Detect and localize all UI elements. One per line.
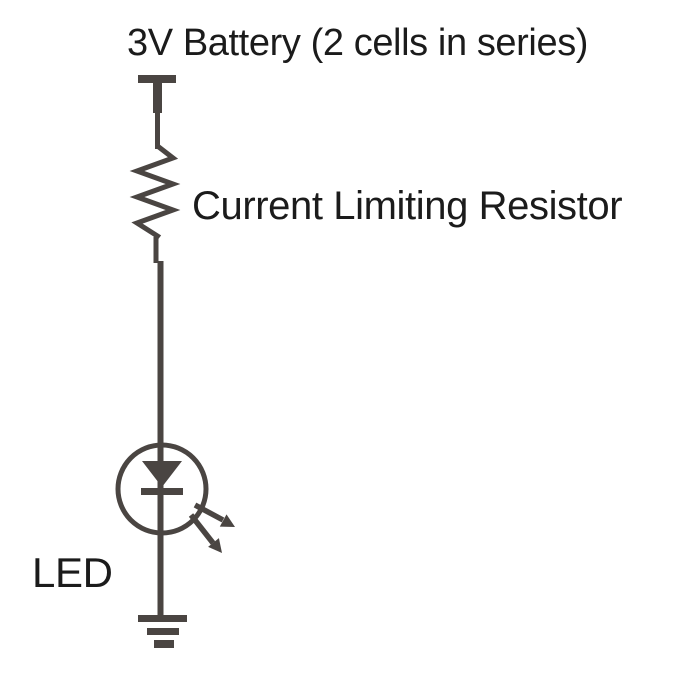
ground-bar-bottom [154, 640, 174, 648]
wire-resistor-to-ground [157, 261, 164, 618]
battery-label: 3V Battery (2 cells in series) [127, 22, 589, 64]
led-diode-triangle [142, 461, 182, 487]
arrow-shaft [193, 502, 225, 523]
ground-bar-middle [147, 628, 179, 635]
battery-terminal-stub [153, 82, 162, 113]
led-emission-arrow-upper [193, 502, 235, 527]
battery-terminal-bar [138, 75, 176, 83]
resistor-label: Current Limiting Resistor [192, 184, 623, 228]
arrow-head [219, 514, 235, 527]
ground-symbol [138, 615, 187, 648]
ground-bar-top [138, 615, 187, 622]
led-emission-arrow-lower [188, 513, 222, 553]
led-cathode-bar [141, 488, 183, 495]
led-label: LED [32, 549, 113, 596]
led-symbol [115, 442, 235, 553]
led-circle [115, 442, 209, 536]
battery-terminal-symbol [138, 75, 176, 113]
arrow-head [208, 538, 222, 553]
arrow-shaft [188, 513, 216, 545]
resistor-symbol [129, 144, 181, 263]
wire-battery-to-resistor [155, 111, 160, 149]
